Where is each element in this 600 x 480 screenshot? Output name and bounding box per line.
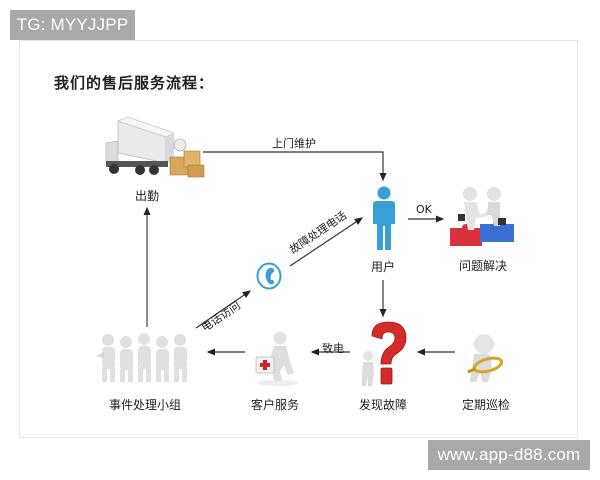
node-label-resolved: 问题解决: [458, 259, 508, 273]
edge-label-onsite: 上门维护: [272, 137, 316, 150]
watermark-top: TG: MYYJJPP: [10, 10, 135, 40]
group-of-people-icon: [96, 333, 187, 382]
watermark-bottom: www.app-d88.com: [428, 440, 590, 470]
node-inspect: [458, 332, 508, 392]
edge-label-call: 致电: [322, 342, 344, 355]
page-title: 我们的售后服务流程：: [54, 74, 215, 92]
node-label-team: 事件处理小组: [108, 398, 182, 412]
question-mark-person-icon: [362, 321, 407, 386]
magnifier-person-icon: [467, 334, 504, 382]
node-label-inspect: 定期巡检: [461, 398, 511, 412]
node-fault: [356, 320, 412, 392]
node-label-dispatch: 出勤: [134, 189, 160, 203]
node-user: [370, 186, 398, 256]
node-resolved: [448, 186, 518, 252]
node-service: [252, 331, 300, 391]
node-label-service: 客户服务: [250, 398, 300, 412]
phone-icon: [256, 262, 282, 290]
node-team: [96, 332, 196, 388]
person-icon: [373, 186, 395, 250]
handshake-puzzle-icon: [450, 187, 514, 246]
edge-label-ok: OK: [416, 203, 432, 216]
first-aid-kit-person-icon: [255, 331, 298, 386]
node-label-user: 用户: [370, 260, 396, 274]
node-dispatch: [100, 115, 210, 187]
node-phone: [256, 262, 282, 294]
truck-with-boxes-icon: [105, 116, 205, 178]
node-label-fault: 发现故障: [358, 398, 408, 412]
